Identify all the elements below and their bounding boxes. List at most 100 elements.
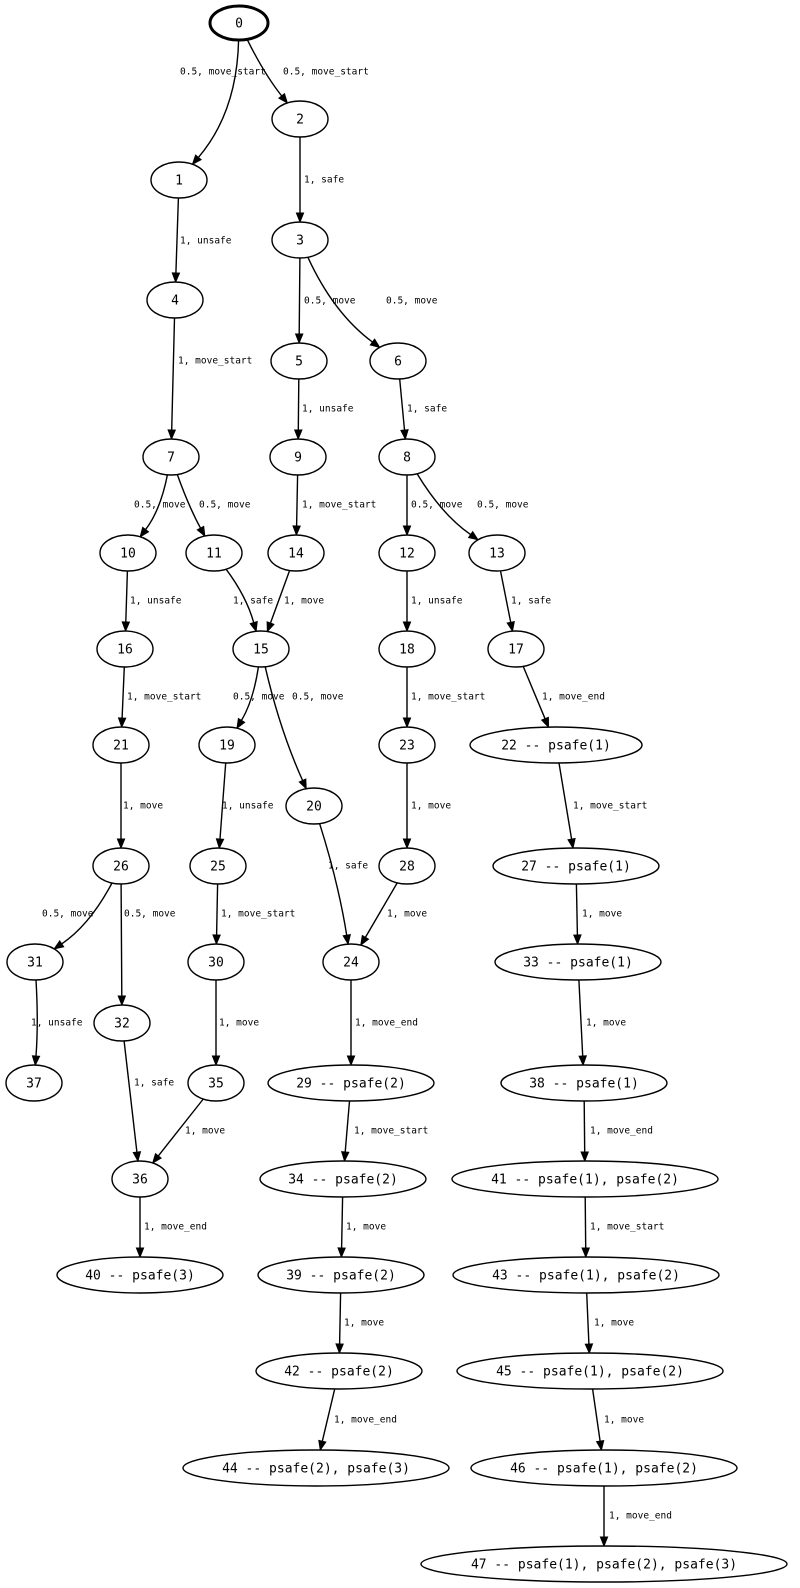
- state-ellipse: [494, 943, 662, 981]
- arrow-head: [506, 620, 515, 633]
- arrow-head: [298, 778, 307, 790]
- state-ellipse: [470, 1449, 738, 1487]
- arrow-head: [31, 1055, 41, 1067]
- arrow-head: [167, 429, 177, 441]
- edge-label: 1, move_end: [590, 1126, 653, 1137]
- state-node-26: 26: [92, 847, 150, 885]
- state-node-24: 24: [322, 943, 380, 981]
- edge-line: [197, 39, 240, 158]
- edge-line: [123, 1040, 138, 1153]
- edge-line: [416, 473, 471, 536]
- arrow-head: [337, 1247, 346, 1259]
- state-node-44: 44 -- psafe(2), psafe(3): [182, 1449, 450, 1487]
- state-label: 13: [489, 547, 505, 562]
- state-ellipse: [5, 1064, 63, 1102]
- edge-20-24: 1, safe: [318, 823, 368, 946]
- state-label: 6: [394, 355, 402, 370]
- arrow-head: [295, 212, 305, 224]
- state-label: 31: [27, 956, 43, 971]
- arrow-head: [139, 526, 150, 538]
- edge-45-46: 1, move: [591, 1388, 644, 1452]
- edge-label: 0.5, move_start: [283, 67, 369, 78]
- state-node-18: 18: [378, 630, 436, 668]
- state-ellipse: [187, 943, 245, 981]
- edge-label: 1, move_end: [542, 692, 605, 703]
- edge-22-27: 1, move_start: [558, 762, 647, 850]
- state-node-40: 40 -- psafe(3): [56, 1256, 224, 1294]
- edge-line: [246, 38, 283, 97]
- state-label: 24: [343, 956, 359, 971]
- state-label: 45 -- psafe(1), psafe(2): [496, 1365, 684, 1380]
- arrow-head: [278, 92, 289, 105]
- edge-36-40: 1, move_end: [135, 1197, 207, 1259]
- state-label: 26: [113, 860, 129, 875]
- state-node-20: 20: [285, 787, 343, 825]
- edge-13-17: 1, safe: [499, 570, 551, 633]
- state-node-30: 30: [187, 943, 245, 981]
- edge-label: 1, move: [594, 1318, 634, 1329]
- edge-line: [578, 979, 584, 1057]
- state-node-0: 0: [208, 4, 270, 42]
- edge-label: 1, move_end: [355, 1018, 418, 1029]
- state-label: 19: [219, 739, 235, 754]
- edge-line: [264, 666, 304, 781]
- arrow-head: [467, 530, 480, 541]
- arrow-head: [211, 1055, 221, 1067]
- edge-line: [499, 570, 512, 623]
- state-label: 34 -- psafe(2): [288, 1173, 398, 1188]
- arrow-head: [578, 1055, 588, 1067]
- state-ellipse: [198, 726, 256, 764]
- edge-2-3: 1, safe: [295, 136, 344, 224]
- edge-label: 1, unsafe: [130, 596, 182, 607]
- state-label: 16: [117, 643, 133, 658]
- edge-line: [558, 762, 573, 840]
- edge-3-5: 0.5, move: [294, 257, 356, 345]
- arrow-head: [151, 1152, 162, 1165]
- state-label: 27 -- psafe(1): [521, 860, 631, 875]
- state-node-33: 33 -- psafe(1): [494, 943, 662, 981]
- state-ellipse: [146, 281, 204, 319]
- edge-10-16: 1, unsafe: [121, 570, 182, 633]
- edge-0-2: 0.5, move_start: [246, 38, 369, 105]
- state-ellipse: [378, 534, 436, 572]
- arrow-head: [266, 621, 275, 633]
- edge-line: [364, 882, 398, 938]
- arrow-head: [369, 338, 381, 349]
- state-node-38: 38 -- psafe(1): [500, 1064, 668, 1102]
- arrow-head: [236, 717, 246, 730]
- edge-label: 1, move: [387, 909, 427, 920]
- state-node-37: 37: [5, 1064, 63, 1102]
- state-ellipse: [271, 221, 329, 259]
- state-ellipse: [142, 438, 200, 476]
- edge-line: [157, 1098, 204, 1157]
- state-node-47: 47 -- psafe(1), psafe(2), psafe(3): [420, 1545, 788, 1583]
- arrow-head: [249, 620, 258, 633]
- state-node-39: 39 -- psafe(2): [257, 1256, 425, 1294]
- arrow-head: [599, 1536, 609, 1548]
- edge-label: 1, move: [123, 801, 163, 812]
- state-label: 44 -- psafe(2), psafe(3): [222, 1462, 410, 1477]
- state-ellipse: [285, 787, 343, 825]
- edge-label: 1, move: [219, 1018, 259, 1029]
- state-ellipse: [378, 630, 436, 668]
- arrow-head: [196, 525, 206, 538]
- state-label: 36: [132, 1173, 148, 1188]
- edge-label: 1, unsafe: [222, 801, 274, 812]
- edge-label: 1, move_start: [178, 356, 252, 367]
- state-node-23: 23: [378, 726, 436, 764]
- state-ellipse: [92, 847, 150, 885]
- state-node-7: 7: [142, 438, 200, 476]
- edge-9-14: 1, move_start: [292, 474, 376, 537]
- state-label: 20: [306, 800, 322, 815]
- edge-14-15: 1, move: [266, 570, 324, 633]
- edge-label: 0.5, move: [292, 692, 344, 703]
- state-node-34: 34 -- psafe(2): [259, 1160, 427, 1198]
- state-ellipse: [492, 847, 660, 885]
- edge-label: 1, move: [411, 801, 451, 812]
- arrow-head: [212, 934, 221, 946]
- edge-label: 1, move_start: [127, 692, 201, 703]
- edge-label: 1, move: [582, 909, 622, 920]
- edge-line: [583, 1100, 586, 1153]
- edge-0-1: 0.5, move_start: [180, 39, 266, 166]
